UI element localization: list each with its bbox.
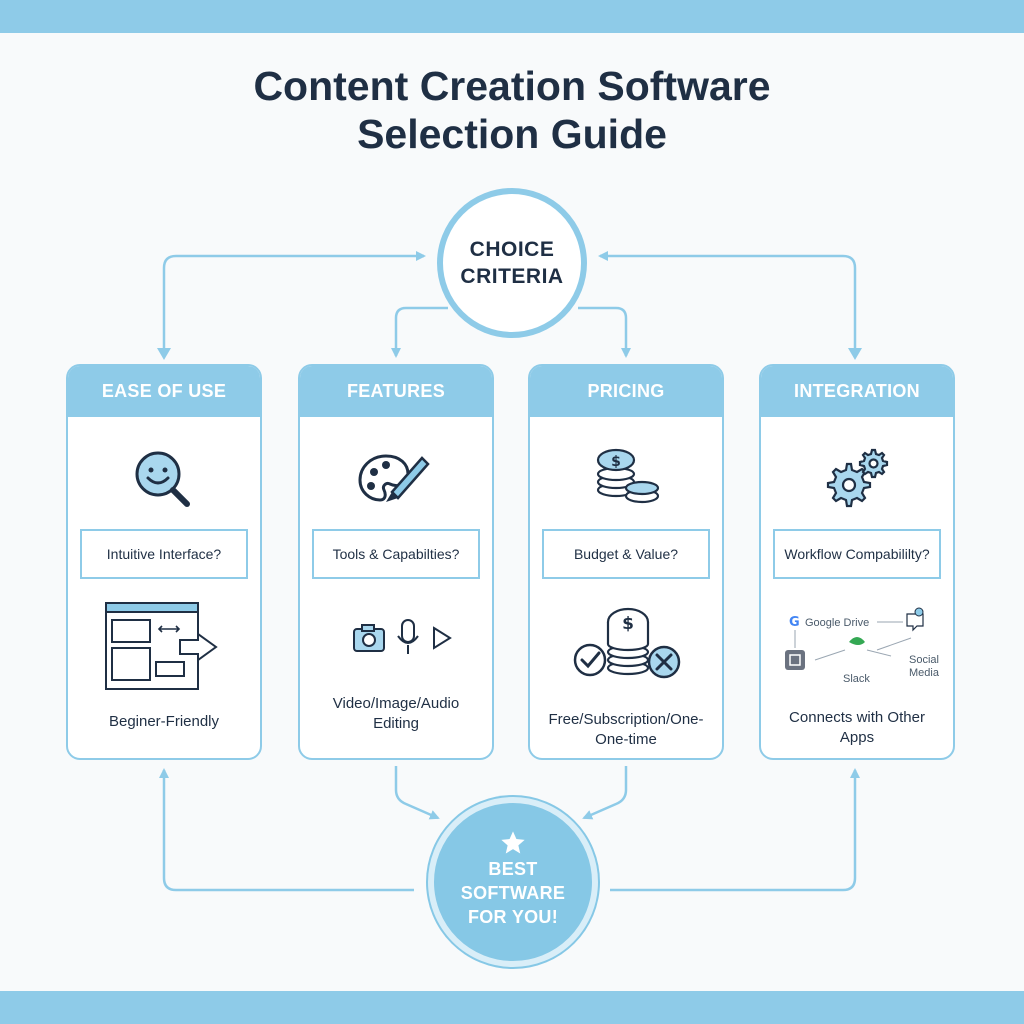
card-title: PRICING: [530, 366, 722, 417]
arrow-bottom-left: [159, 768, 414, 892]
caption-line-1: Video/Image/Audio: [332, 695, 460, 712]
card-caption: Video/Image/Audio Editing: [306, 694, 486, 734]
title-line-2: Selection Guide: [357, 111, 667, 157]
card-caption: Connects with Other Apps: [767, 708, 947, 748]
microphone-icon: [397, 619, 419, 654]
card-caption: Beginer-Friendly: [108, 713, 220, 730]
bottom-band: [0, 991, 1024, 1024]
slack-label: Slack: [843, 673, 870, 685]
arrow-to-pricing: [578, 306, 631, 358]
card-features: FEATURES Tools & Capabilties?: [298, 364, 494, 760]
card-pricing: PRICING $ Budget & Value?: [528, 364, 724, 760]
palette-brush-icon: [300, 446, 492, 514]
best-line-2: SOFTWARE: [460, 883, 566, 903]
app-connections-diagram: G Google Drive Slack Social Media: [761, 598, 953, 698]
card-question: Budget & Value?: [542, 529, 710, 579]
card-title: EASE OF USE: [68, 366, 260, 417]
arrow-bottom-right: [610, 768, 860, 892]
card-question: Tools & Capabilties?: [312, 529, 480, 579]
play-icon: [433, 626, 452, 650]
caption-line-2: One-time: [595, 731, 657, 748]
arrow-features-to-best: [394, 766, 440, 820]
best-software-circle: BEST SOFTWARE FOR YOU!: [428, 797, 598, 967]
arrow-top-left: [162, 251, 426, 356]
top-band: [0, 0, 1024, 33]
caption-line-2: Apps: [839, 729, 875, 746]
card-title: FEATURES: [300, 366, 492, 417]
social-media-label: Social Media: [909, 654, 939, 680]
card-ease-of-use: EASE OF USE Intuitive Interface? Beginer…: [66, 364, 262, 760]
best-line-3: FOR YOU!: [467, 907, 559, 927]
choice-criteria-line-1: CHOICE: [469, 238, 555, 261]
gears-icon: [761, 446, 953, 514]
card-title: INTEGRATION: [761, 366, 953, 417]
social-line-2: Media: [909, 667, 939, 679]
choice-criteria-line-2: CRITERIA: [460, 265, 564, 288]
coins-check-cross-icon: $: [530, 598, 722, 698]
camera-icon: [353, 624, 385, 652]
coins-icon: $: [530, 446, 722, 514]
caption-line-2: Editing: [373, 715, 419, 732]
card-integration: INTEGRATION Workflow Compabililty? G: [759, 364, 955, 760]
check-icon: [573, 643, 607, 677]
best-line-1: BEST: [488, 859, 538, 879]
card-question: Workflow Compabililty?: [773, 529, 941, 579]
social-line-1: Social: [909, 654, 939, 666]
google-drive-label: Google Drive: [805, 617, 870, 629]
arrow-to-features: [391, 306, 448, 358]
caption-line-1: Connects with Other: [789, 709, 925, 726]
card-caption: Free/Subscription/One- One-time: [536, 710, 716, 750]
svg-text:$: $: [622, 614, 634, 634]
card-question: Intuitive Interface?: [80, 529, 248, 579]
title-line-1: Content Creation Software: [253, 63, 771, 109]
caption-line-1: Free/Subscription/One-: [548, 711, 704, 728]
svg-text:G: G: [789, 615, 800, 630]
svg-text:$: $: [611, 454, 621, 470]
arrow-pricing-to-best: [582, 766, 628, 820]
media-tools-icons: [300, 598, 492, 698]
star-icon: [501, 831, 525, 854]
interface-window-icon: [68, 598, 260, 698]
cross-icon: [647, 645, 681, 679]
smiley-magnifier-icon: [68, 446, 260, 514]
choice-criteria-circle: CHOICE CRITERIA: [437, 188, 587, 338]
page-title: Content Creation Software Selection Guid…: [112, 62, 912, 158]
arrow-top-right: [598, 251, 857, 356]
